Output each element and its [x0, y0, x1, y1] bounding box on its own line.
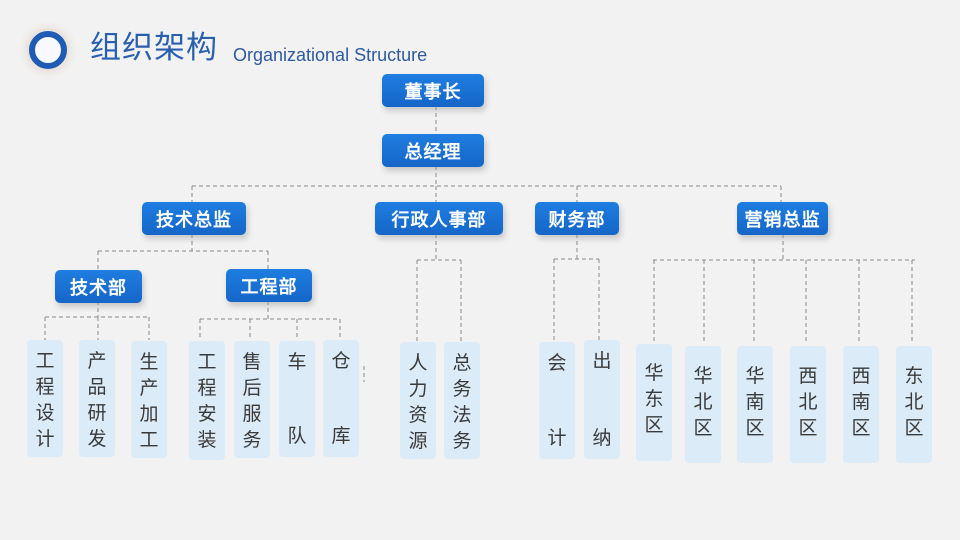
leaf-south-china: 华 南 区 [737, 346, 773, 463]
leaf-char: 区 [851, 417, 871, 439]
leaf-char: 务 [452, 378, 472, 400]
leaf-char: 华 [745, 365, 765, 387]
leaf-char: 南 [851, 391, 871, 413]
leaf-char: 产 [139, 377, 159, 399]
leaf-char: 北 [904, 391, 924, 413]
leaf-char: 西 [798, 365, 818, 387]
leaf-char: 总 [452, 352, 472, 374]
leaf-engineering-install: 工 程 安 装 [189, 341, 225, 460]
node-admin-hr: 行政人事部 [375, 202, 503, 235]
leaf-char: 纳 [592, 427, 612, 449]
leaf-char: 区 [745, 417, 765, 439]
leaf-general-legal: 总 务 法 务 [444, 342, 480, 459]
node-marketing-director: 营销总监 [737, 202, 828, 235]
leaf-char: 加 [139, 403, 159, 425]
leaf-char: 工 [197, 351, 217, 373]
leaf-after-sales: 售 后 服 务 [234, 341, 270, 458]
leaf-char: 仓 [331, 350, 351, 372]
leaf-char: 区 [904, 417, 924, 439]
leaf-char: 库 [331, 425, 351, 447]
leaf-char: 计 [547, 427, 567, 449]
leaf-char: 车 [287, 351, 307, 373]
leaf-product-rnd: 产 品 研 发 [79, 340, 115, 457]
leaf-cashier: 出 纳 [584, 340, 620, 459]
leaf-engineering-design: 工 程 设 计 [27, 340, 63, 457]
leaf-char: 区 [644, 414, 664, 436]
leaf-char: 生 [139, 351, 159, 373]
leaf-char: 资 [408, 404, 428, 426]
leaf-char: 品 [87, 376, 107, 398]
leaf-char: 会 [547, 352, 567, 374]
page-title: 组织架构 [90, 30, 218, 66]
node-chairman: 董事长 [382, 74, 484, 107]
leaf-char: 力 [408, 378, 428, 400]
leaf-char: 工 [35, 350, 55, 372]
leaf-char: 后 [242, 377, 262, 399]
node-finance: 财务部 [535, 202, 619, 235]
leaf-char: 东 [904, 365, 924, 387]
node-tech-director: 技术总监 [142, 202, 246, 235]
ring-icon [29, 31, 67, 69]
leaf-northwest: 西 北 区 [790, 346, 826, 463]
node-engineering-dept: 工程部 [226, 269, 312, 302]
leaf-char: 售 [242, 351, 262, 373]
node-general-manager: 总经理 [382, 134, 484, 167]
page-subtitle: Organizational Structure [233, 45, 428, 65]
leaf-char: 南 [745, 391, 765, 413]
leaf-char: 安 [197, 403, 217, 425]
leaf-char: 务 [452, 430, 472, 452]
leaf-char: 研 [87, 402, 107, 424]
leaf-human-resources: 人 力 资 源 [400, 342, 436, 459]
leaf-char: 设 [35, 402, 55, 424]
leaf-accounting: 会 计 [539, 342, 575, 459]
leaf-char: 程 [35, 376, 55, 398]
leaf-char: 华 [693, 365, 713, 387]
leaf-char: 出 [592, 350, 612, 372]
leaf-char: 装 [197, 429, 217, 451]
leaf-warehouse: 仓 库 [323, 340, 359, 457]
leaf-southwest: 西 南 区 [843, 346, 879, 463]
leaf-char: 务 [242, 429, 262, 451]
leaf-northeast: 东 北 区 [896, 346, 932, 463]
leaf-east-china: 华 东 区 [636, 344, 672, 461]
leaf-char: 区 [798, 417, 818, 439]
leaf-char: 工 [139, 429, 159, 451]
leaf-char: 发 [87, 428, 107, 450]
leaf-production: 生 产 加 工 [131, 341, 167, 458]
leaf-char: 人 [408, 352, 428, 374]
leaf-north-china: 华 北 区 [685, 346, 721, 463]
leaf-char: 东 [644, 388, 664, 410]
leaf-char: 队 [287, 425, 307, 447]
leaf-char: 区 [693, 417, 713, 439]
leaf-char: 西 [851, 365, 871, 387]
leaf-char: 华 [644, 362, 664, 384]
node-tech-dept: 技术部 [55, 270, 142, 303]
leaf-char: 程 [197, 377, 217, 399]
leaf-char: 服 [242, 403, 262, 425]
leaf-char: 北 [798, 391, 818, 413]
leaf-char: 计 [35, 428, 55, 450]
leaf-char: 产 [87, 350, 107, 372]
leaf-char: 源 [408, 430, 428, 452]
leaf-char: 北 [693, 391, 713, 413]
leaf-fleet: 车 队 [279, 341, 315, 457]
leaf-char: 法 [452, 404, 472, 426]
